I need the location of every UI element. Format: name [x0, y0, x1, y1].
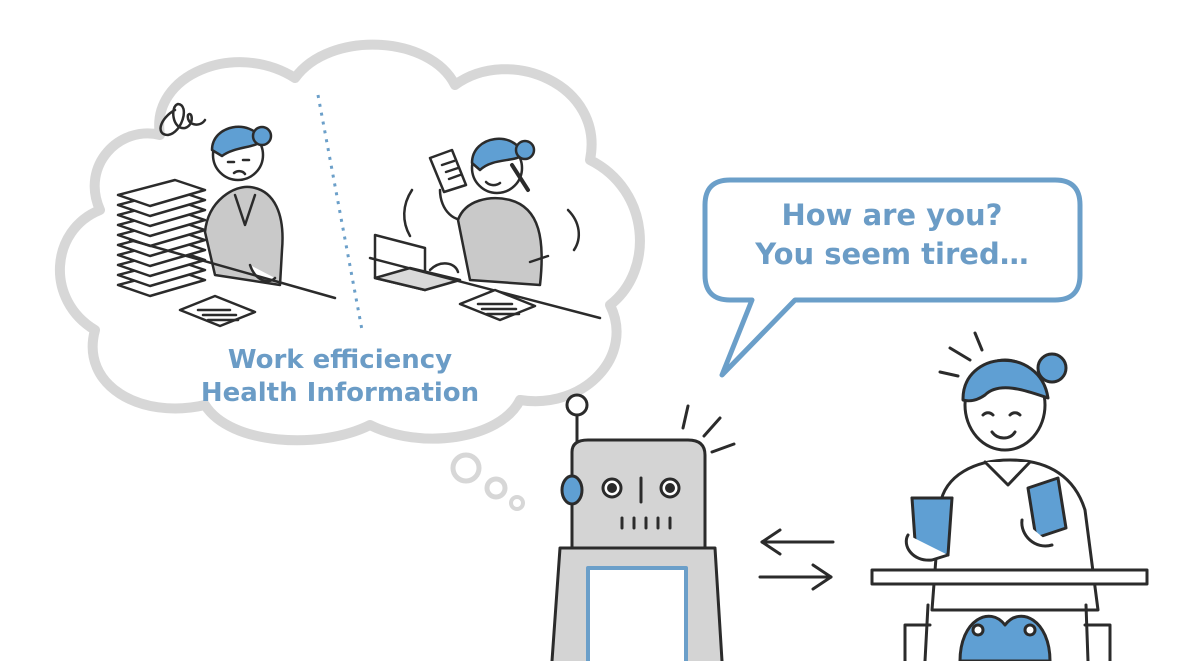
- tired-worker-illustration: [116, 102, 337, 328]
- speech-bubble-line-1: How are you?: [781, 198, 1003, 232]
- robot-illustration: [550, 393, 736, 661]
- thought-bubble-line-2: Health Information: [200, 378, 480, 408]
- thought-bubble-line-1: Work efficiency: [227, 345, 453, 375]
- speech-bubble-icon: [702, 177, 1083, 378]
- dotted-divider: [316, 94, 364, 331]
- speech-bubble-line-2: You seem tired…: [755, 237, 1029, 271]
- exchange-arrows-icon: [758, 528, 835, 591]
- seated-person-illustration: [870, 331, 1149, 661]
- busy-worker-illustration: [368, 137, 602, 322]
